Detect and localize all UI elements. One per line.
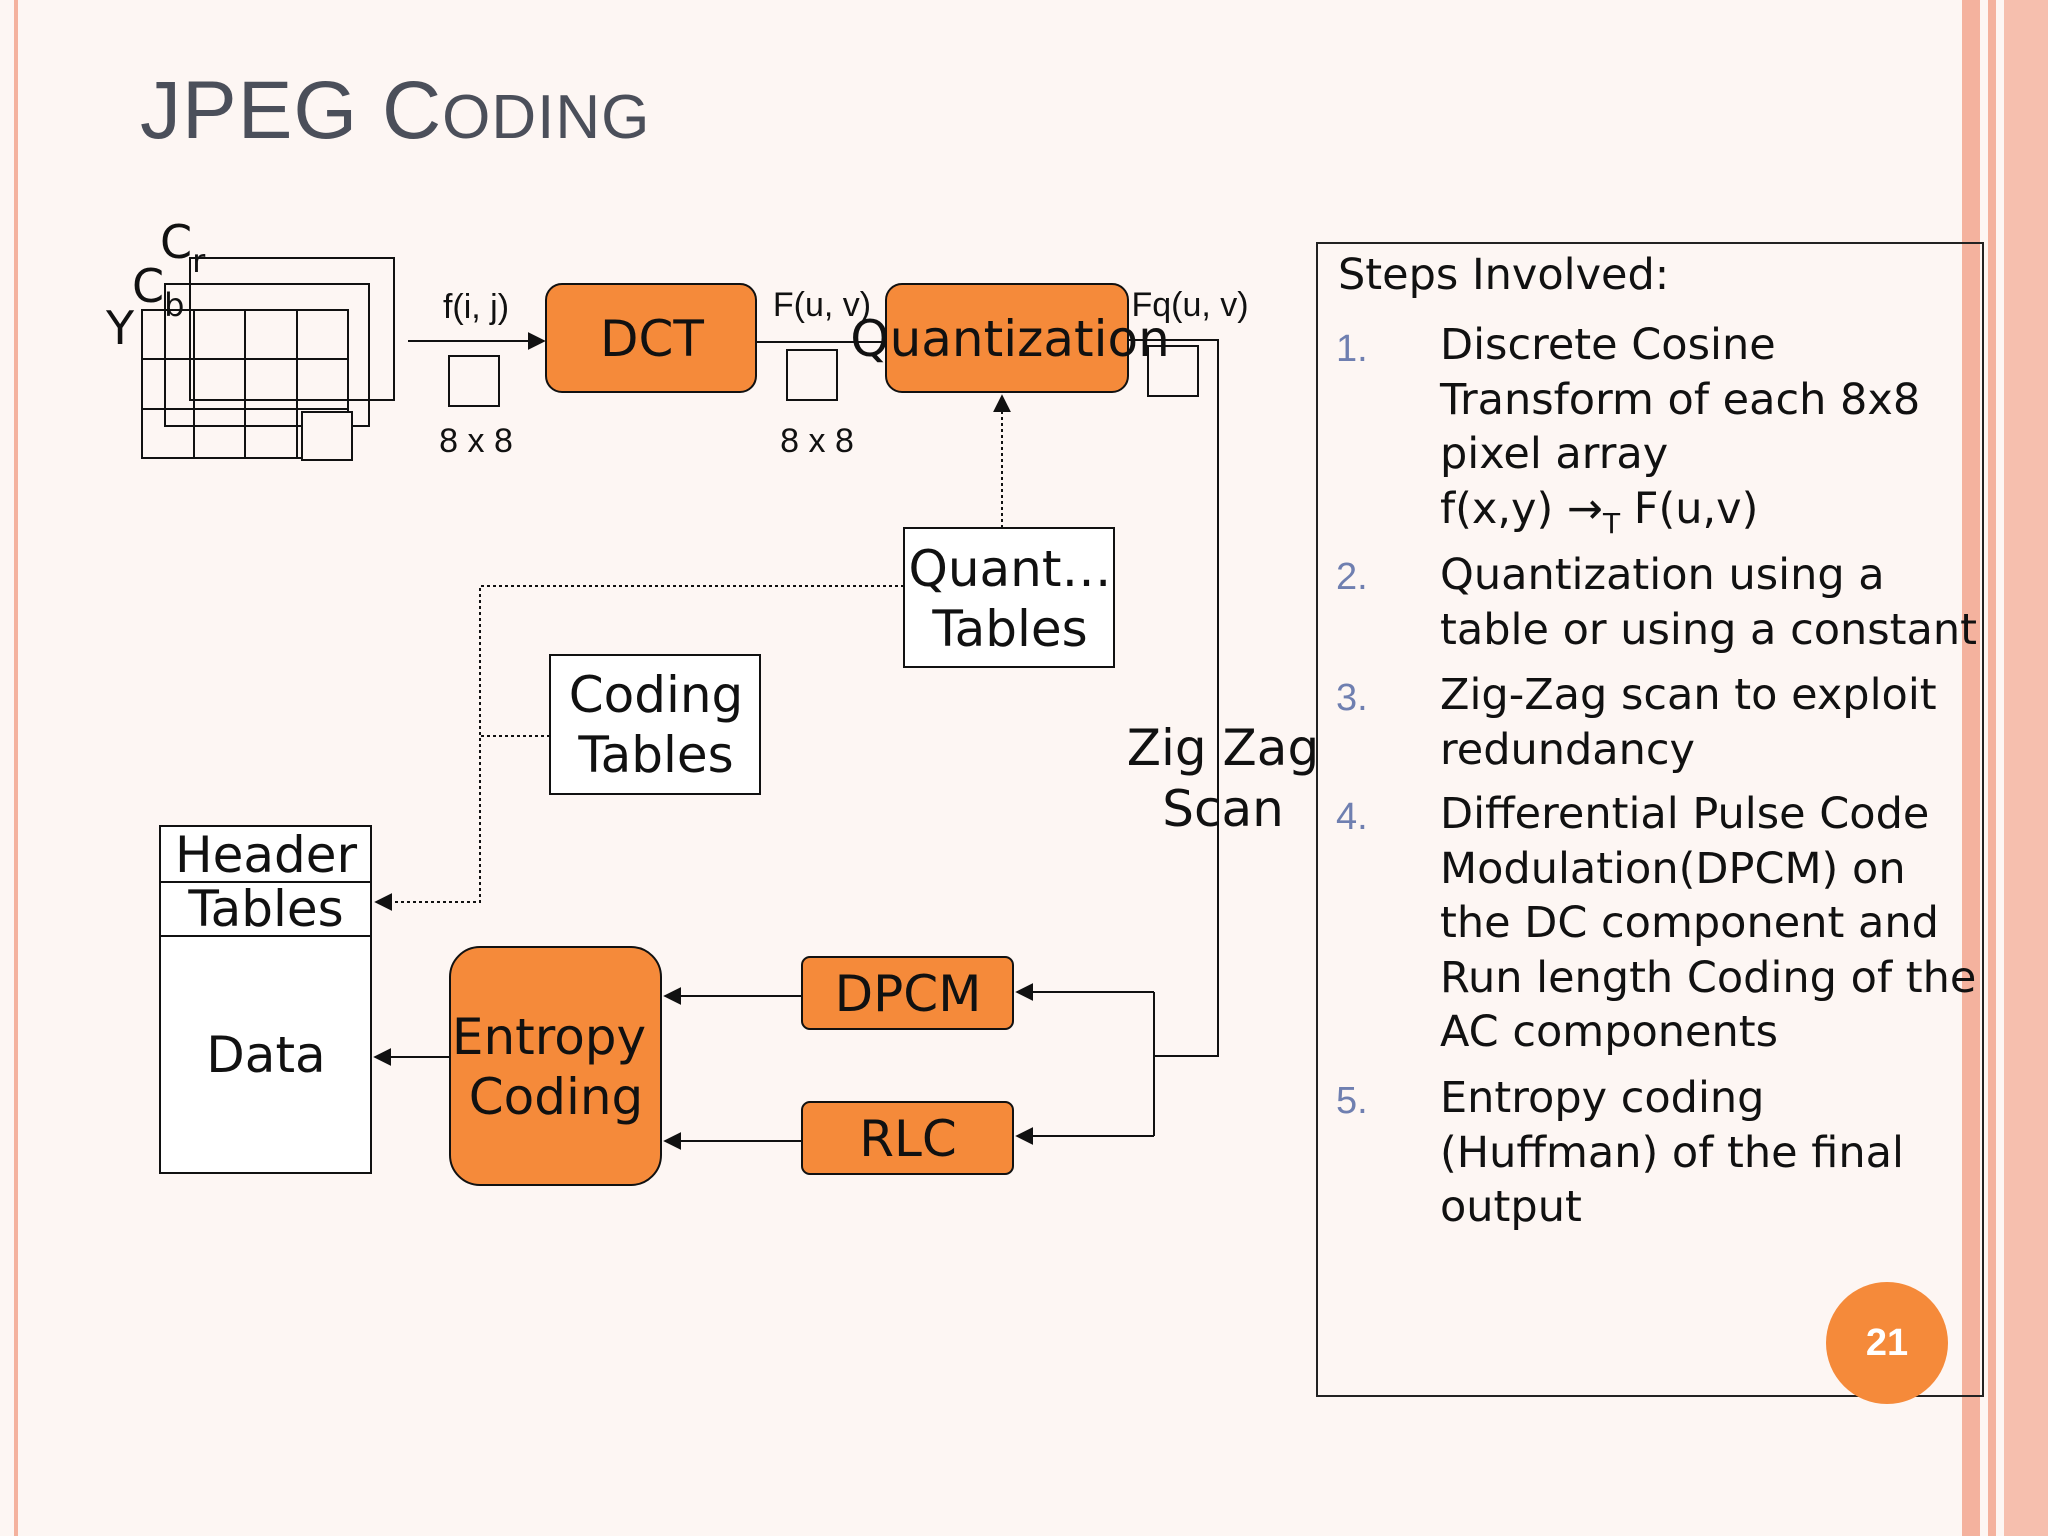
step-text-1: Discrete Cosine Transform of each 8x8 pi… (1440, 318, 1980, 551)
step-1-formula: f(x,y) →T F(u,v) (1440, 483, 1759, 540)
coding-tables-line2: Tables (577, 726, 733, 784)
jpeg-coding-diagram: Cr Cb Y f(i, j) 8 x 8 DCT F(u, v) 8 x 8 … (105, 215, 1319, 1186)
block-size-1: 8 x 8 (439, 422, 513, 460)
steps-heading: Steps Involved: (1338, 250, 1670, 300)
step-3-line-1: Zig-Zag scan to exploit (1440, 670, 1937, 720)
page-number-badge: 21 (1826, 1282, 1948, 1404)
step-4-line-2: Modulation(DPCM) on (1440, 843, 1906, 894)
dct-box (545, 283, 757, 393)
cb-label: Cb (132, 259, 184, 324)
step-3-line-2: redundancy (1440, 724, 1695, 775)
F-uv-label: F(u, v) (773, 286, 871, 324)
dct-block-icon (786, 349, 838, 401)
Fq-uv-label: Fq(u, v) (1131, 286, 1248, 324)
left-frame-line (14, 0, 18, 1536)
step-number-2: 2. (1336, 556, 1368, 598)
step-1-line-2: Transform of each 8x8 (1440, 374, 1921, 425)
entropy-coding-box (449, 946, 662, 1186)
y-channel-grid (141, 309, 349, 459)
right-frame-band-2 (1988, 0, 1996, 1536)
slide-title: JPEG CODING (140, 64, 650, 158)
entropy-label-line1: Entropy (452, 1008, 646, 1066)
right-frame-band-3 (2004, 0, 2048, 1536)
cb-channel-frame (164, 283, 370, 427)
step-2-line-1: Quantization using a (1440, 550, 1885, 600)
steps-panel (1316, 242, 1984, 1397)
output-file-box (159, 825, 372, 1174)
step-4-line-5: AC components (1440, 1007, 1779, 1057)
step-number-5: 5. (1336, 1080, 1368, 1122)
quantization-label: Quantization (850, 310, 1170, 368)
step-text-4: Differential Pulse Code Modulation(DPCM)… (1440, 787, 1980, 1060)
title-rest: ODING (442, 83, 651, 152)
right-frame-band (1962, 0, 1980, 1536)
zigzag-label-line2: Scan (1162, 780, 1284, 838)
zigzag-path-line (1128, 339, 1219, 1057)
coding-tables-box (549, 654, 761, 795)
step-text-2: Quantization using a table or using a co… (1440, 548, 1980, 657)
quantization-box (885, 283, 1129, 393)
block-size-2: 8 x 8 (780, 422, 854, 460)
step-4-line-3: the DC component and (1440, 898, 1939, 948)
dct-label: DCT (600, 310, 704, 368)
cr-channel-frame (189, 257, 395, 401)
tables-dotted-connector (374, 585, 904, 911)
step-1-line-3: pixel array (1440, 429, 1669, 479)
quant-tables-box (903, 527, 1115, 668)
y-label: Y (105, 301, 135, 355)
cr-label: Cr (160, 215, 206, 280)
step-5-line-2: (Huffman) of the final (1440, 1127, 1904, 1178)
data-label: Data (206, 1026, 325, 1084)
header-label: Header (175, 826, 357, 884)
step-5-line-3: output (1440, 1182, 1582, 1232)
entropy-label-line2: Coding (469, 1068, 644, 1126)
rlc-box (801, 1101, 1014, 1175)
step-number-1: 1. (1336, 328, 1368, 370)
zigzag-label-line1: Zig Zag (1127, 719, 1319, 777)
title-first-word: JPEG (140, 65, 382, 156)
step-4-line-1: Differential Pulse Code (1440, 789, 1930, 839)
step-2-line-2: table or using a constant (1440, 604, 1977, 655)
quant-tables-line1: Quant… (909, 540, 1112, 598)
step-text-3: Zig-Zag scan to exploit redundancy (1440, 668, 1980, 777)
quant-tables-line2: Tables (931, 600, 1087, 658)
title-c: C (381, 65, 443, 156)
step-5-line-1: Entropy coding (1440, 1073, 1765, 1123)
selected-8x8-block (301, 411, 353, 461)
step-4-line-4: Run length Coding of the (1440, 952, 1977, 1003)
tables-label: Tables (187, 880, 343, 938)
step-number-4: 4. (1336, 796, 1368, 838)
quant-block-icon (1147, 345, 1199, 397)
f-ij-label: f(i, j) (443, 288, 509, 326)
dpcm-label: DPCM (835, 965, 982, 1023)
step-number-3: 3. (1336, 677, 1368, 719)
input-block-icon (448, 355, 500, 407)
coding-tables-line1: Coding (569, 666, 744, 724)
step-text-5: Entropy coding (Huffman) of the final ou… (1440, 1071, 1980, 1235)
dpcm-box (801, 956, 1014, 1030)
step-1-line-1: Discrete Cosine (1440, 320, 1776, 370)
rlc-label: RLC (859, 1110, 957, 1168)
